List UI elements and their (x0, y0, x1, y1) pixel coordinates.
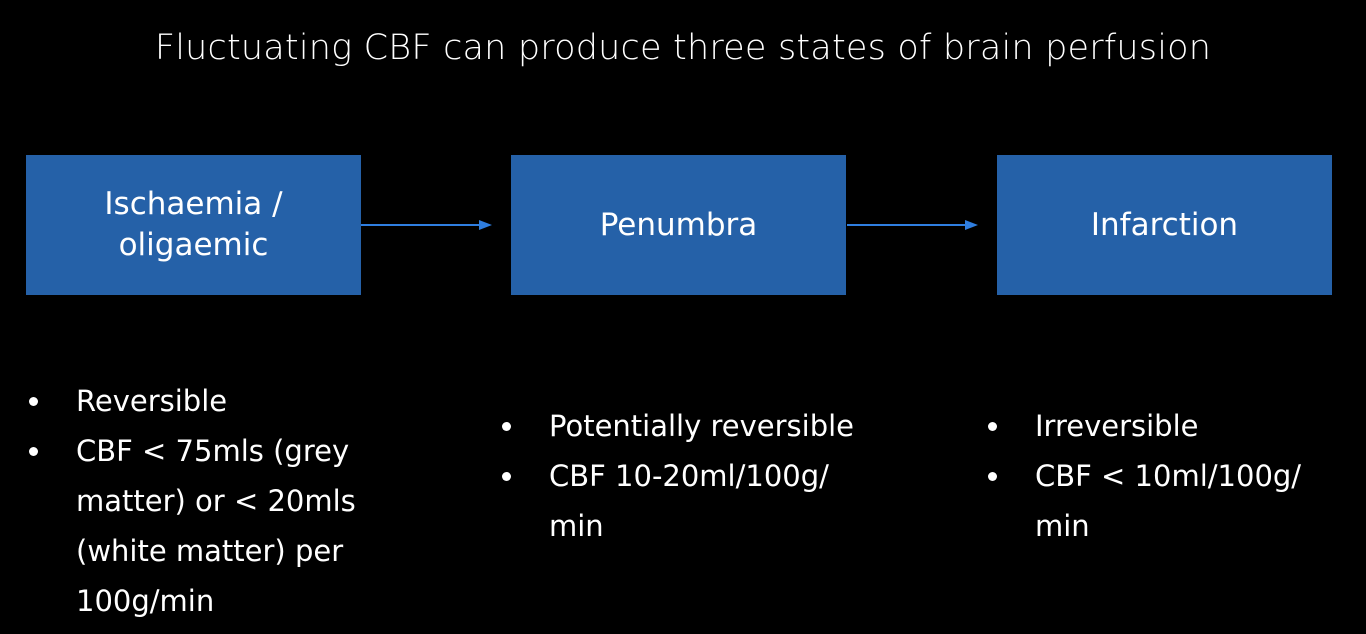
bullet-text: Reversible (76, 384, 228, 418)
state-label-ischaemia: Ischaemia / oligaemic (104, 186, 283, 263)
bullet-dot-icon (29, 447, 38, 456)
bullet-dot-icon (988, 422, 997, 431)
slide-title: Fluctuating CBF can produce three states… (154, 28, 1212, 68)
list-item: CBF 10-20ml/100g/ min (499, 451, 869, 551)
bullet-text: CBF < 10ml/100g/ min (1035, 459, 1302, 543)
bullet-list-penumbra: Potentially reversible CBF 10-20ml/100g/… (499, 401, 869, 551)
list-item: CBF < 75mls (grey matter) or < 20mls (wh… (26, 426, 386, 626)
state-box-penumbra: Penumbra (511, 155, 846, 295)
state-box-ischaemia: Ischaemia / oligaemic (26, 155, 361, 295)
bullet-dot-icon (29, 397, 38, 406)
bullet-text: Irreversible (1035, 409, 1199, 443)
bullet-dot-icon (502, 472, 511, 481)
arrow-ischaemia-to-penumbra (361, 220, 492, 230)
state-label-infarction: Infarction (1090, 206, 1239, 243)
bullet-dot-icon (502, 422, 511, 431)
bullet-dot-icon (988, 472, 997, 481)
bullet-text: Potentially reversible (549, 409, 855, 443)
bullet-list-ischaemia: Reversible CBF < 75mls (grey matter) or … (26, 376, 386, 626)
list-item: Reversible (26, 376, 386, 426)
bullet-list-infarction: Irreversible CBF < 10ml/100g/ min (985, 401, 1345, 551)
state-box-infarction: Infarction (997, 155, 1332, 295)
list-item: Irreversible (985, 401, 1345, 451)
bullet-text: CBF 10-20ml/100g/ min (549, 459, 829, 543)
bullet-text: CBF < 75mls (grey matter) or < 20mls (wh… (76, 434, 356, 618)
arrow-penumbra-to-infarction (847, 220, 978, 230)
list-item: Potentially reversible (499, 401, 869, 451)
list-item: CBF < 10ml/100g/ min (985, 451, 1345, 551)
state-label-penumbra: Penumbra (599, 206, 758, 243)
